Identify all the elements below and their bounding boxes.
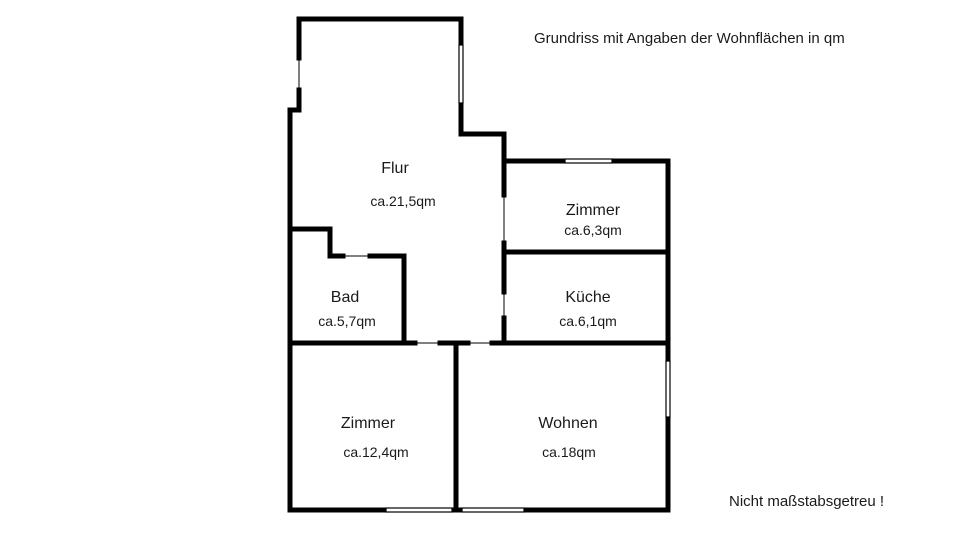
window	[564, 158, 613, 164]
room-bad-name: Bad	[330, 289, 360, 306]
room-wohnen-area: ca.18qm	[542, 444, 596, 460]
room-bad-area: ca.5,7qm	[318, 313, 376, 329]
room-zimmer-small-name: Zimmer	[565, 202, 621, 219]
room-zimmer-small-area: ca.6,3qm	[564, 222, 622, 238]
window	[461, 507, 525, 513]
wall-flur-right	[458, 100, 507, 198]
window	[458, 44, 464, 104]
window	[665, 360, 671, 418]
room-flur-name: Flur	[381, 160, 409, 177]
walls	[287, 16, 671, 513]
windows	[385, 44, 671, 513]
room-zimmer-large-area: ca.12,4qm	[343, 444, 409, 460]
room-zimmer-large-name: Zimmer	[340, 415, 396, 432]
plan-title: Grundriss mit Angaben der Wohnflächen in…	[534, 30, 845, 47]
wall-flur-top	[296, 16, 464, 61]
scale-note: Nicht maßstabsgetreu !	[729, 493, 885, 510]
room-kueche-area: ca.6,1qm	[559, 313, 617, 329]
window	[385, 507, 453, 513]
room-kueche-name: Küche	[565, 289, 611, 306]
wall-flur-left-upper	[287, 87, 389, 513]
room-flur-area: ca.21,5qm	[370, 193, 436, 209]
room-wohnen-name: Wohnen	[538, 415, 598, 432]
doors	[298, 58, 505, 344]
